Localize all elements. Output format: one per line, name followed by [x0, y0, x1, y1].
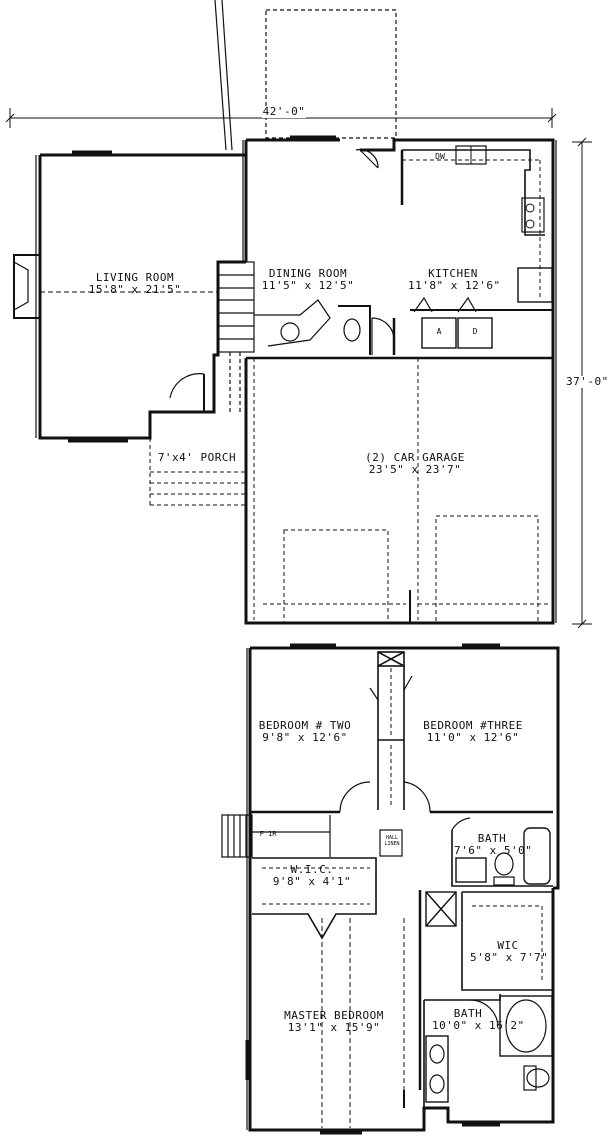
dining-room-name: DINING ROOM	[268, 267, 348, 280]
bedroom-three-name: BEDROOM #THREE	[423, 719, 523, 732]
bedroom-closets	[369, 651, 413, 810]
dining-room-size: 11'5" x 12'5"	[261, 279, 355, 292]
washer-label: A	[436, 327, 442, 336]
kitchen-name: KITCHEN	[428, 267, 478, 280]
master-bath	[423, 994, 553, 1108]
main-block-walls	[244, 138, 555, 625]
hall-wic-label: W.I.C. 9'8" x 4'1"	[262, 864, 362, 888]
dryer	[457, 317, 493, 349]
hall-bath-label: BATH 7'6" x 5'0"	[454, 832, 533, 857]
living-room-label: LIVING ROOM 15'8" x 21'5"	[80, 272, 190, 296]
living-room-size: 15'8" x 21'5"	[88, 283, 182, 296]
hall-wic-name: W.I.C.	[290, 863, 334, 876]
master-wic-label: WIC 5'8" x 7'7"	[470, 939, 549, 964]
bedroom-two-label: BEDROOM # TWO 9'8" x 12'6"	[250, 720, 360, 744]
dishwasher-label: DW	[435, 152, 445, 161]
linen-closet	[425, 891, 457, 927]
kitchen-counter	[402, 149, 545, 236]
master-area	[321, 890, 422, 1128]
master-bath-label: BATH 10'0" x 16'2"	[432, 1007, 525, 1032]
garage-size: 23'5" x 23'7"	[368, 463, 462, 476]
garage-name: (2) CAR GARAGE	[365, 451, 465, 464]
dining-room-label: DINING ROOM 11'5" x 12'5"	[258, 268, 358, 292]
washer	[421, 317, 457, 349]
hall-bath-name: BATH	[477, 832, 507, 845]
master-bedroom-name: MASTER BEDROOM	[284, 1009, 384, 1022]
master-wic-name: WIC	[497, 939, 519, 952]
kitchen-label: KITCHEN 11'8" x 12'6"	[408, 267, 501, 292]
garage-label: (2) CAR GARAGE 23'5" x 23'7"	[360, 452, 470, 476]
refrigerator	[517, 267, 553, 303]
width-dimension	[5, 108, 557, 128]
stair-label: F 1R	[259, 830, 277, 838]
second-floor-walls	[248, 646, 560, 1132]
porch	[149, 373, 246, 506]
bedroom-three-label: BEDROOM #THREE 11'0" x 12'6"	[418, 720, 528, 744]
fireplace	[13, 254, 40, 319]
master-bath-size: 10'0" x 16'2"	[432, 1019, 525, 1032]
master-bedroom-size: 13'1" x 15'9"	[287, 1021, 381, 1034]
living-room-name: LIVING ROOM	[95, 271, 175, 284]
garage-details	[253, 358, 548, 625]
first-floor-plan	[5, 0, 592, 629]
width-dimension-label: 42'-0"	[262, 105, 306, 118]
hall-bath	[451, 817, 553, 887]
master-wic-size: 5'8" x 7'7"	[470, 951, 549, 964]
living-room-walls	[38, 153, 248, 440]
stairs-first-floor	[217, 261, 331, 412]
porch-label: 7'x4' PORCH	[157, 451, 237, 464]
hall-wic-size: 9'8" x 4'1"	[272, 875, 352, 888]
bedroom-two-size: 9'8" x 12'6"	[262, 731, 348, 744]
bedroom-two-name: BEDROOM # TWO	[258, 719, 352, 732]
dryer-label: D	[472, 327, 478, 336]
master-wic	[461, 891, 552, 991]
master-bath-name: BATH	[453, 1007, 483, 1020]
patio-outline	[265, 9, 397, 139]
master-bedroom-label: MASTER BEDROOM 13'1" x 15'9"	[272, 1010, 396, 1034]
stairs-second-floor	[221, 814, 331, 858]
bedroom-three-size: 11'0" x 12'6"	[426, 731, 520, 744]
depth-dimension-label: 37'-0"	[566, 375, 609, 388]
kitchen-size: 11'8" x 12'6"	[408, 279, 501, 292]
second-floor-plan	[221, 643, 560, 1135]
hall-wic	[252, 857, 377, 940]
linen-label: HALL LINEN	[384, 835, 400, 847]
hall-bath-size: 7'6" x 5'0"	[454, 844, 533, 857]
